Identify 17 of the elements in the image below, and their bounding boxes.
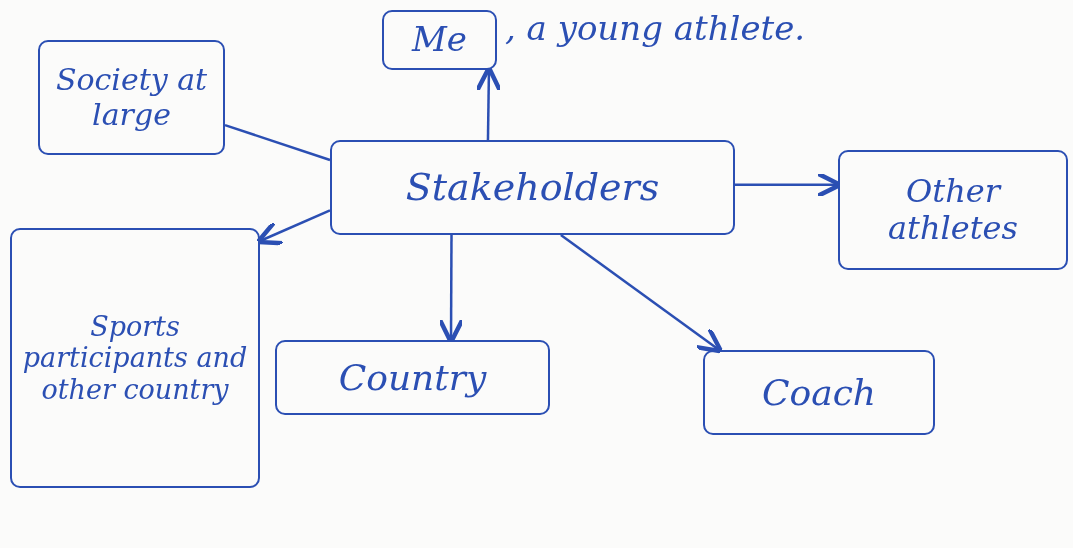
node-label: Coach (762, 371, 876, 414)
text-box (10, 228, 260, 488)
text-box (838, 150, 1068, 270)
text-box (275, 340, 550, 415)
text-box (330, 140, 735, 235)
annotation-text: , a young athlete. (505, 8, 806, 48)
text-box (382, 10, 497, 70)
node-label: Society at large (54, 63, 209, 132)
text-box (703, 350, 935, 435)
arrow (560, 234, 724, 354)
node-label: Country (338, 356, 487, 399)
node-label: Sports participants and other country (21, 311, 249, 405)
text-box (38, 40, 225, 155)
arrow (255, 209, 331, 246)
node-label: Me (412, 20, 467, 60)
node-label: Stakeholders (405, 165, 660, 210)
node-label: Other athletes (887, 173, 1019, 247)
